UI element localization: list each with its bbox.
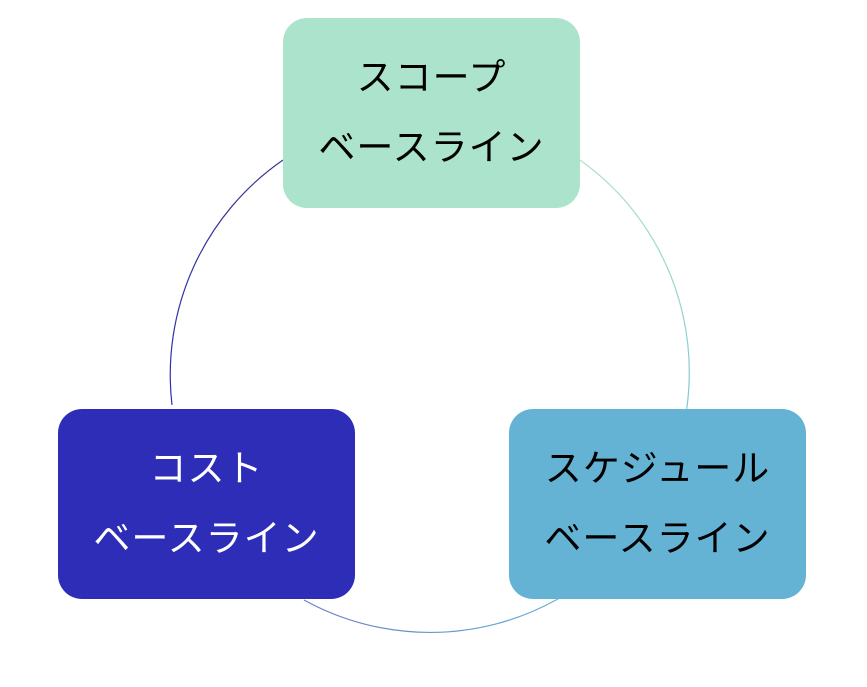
scope-baseline-node: スコープ ベースライン	[283, 18, 580, 208]
cost-node-title: コスト	[149, 446, 264, 490]
schedule-baseline-node: スケジュール ベースライン	[509, 409, 806, 599]
schedule-node-subtitle: ベースライン	[544, 517, 771, 560]
schedule-node-title: スケジュール	[544, 446, 771, 490]
cycle-arc-cost-to-scope	[169, 159, 284, 406]
cost-baseline-node: コスト ベースライン	[58, 409, 355, 599]
scope-node-title: スコープ	[356, 55, 507, 99]
cost-node-subtitle: ベースライン	[93, 517, 320, 560]
cycle-arc-schedule-to-cost	[303, 599, 557, 634]
scope-node-subtitle: ベースライン	[318, 126, 545, 169]
